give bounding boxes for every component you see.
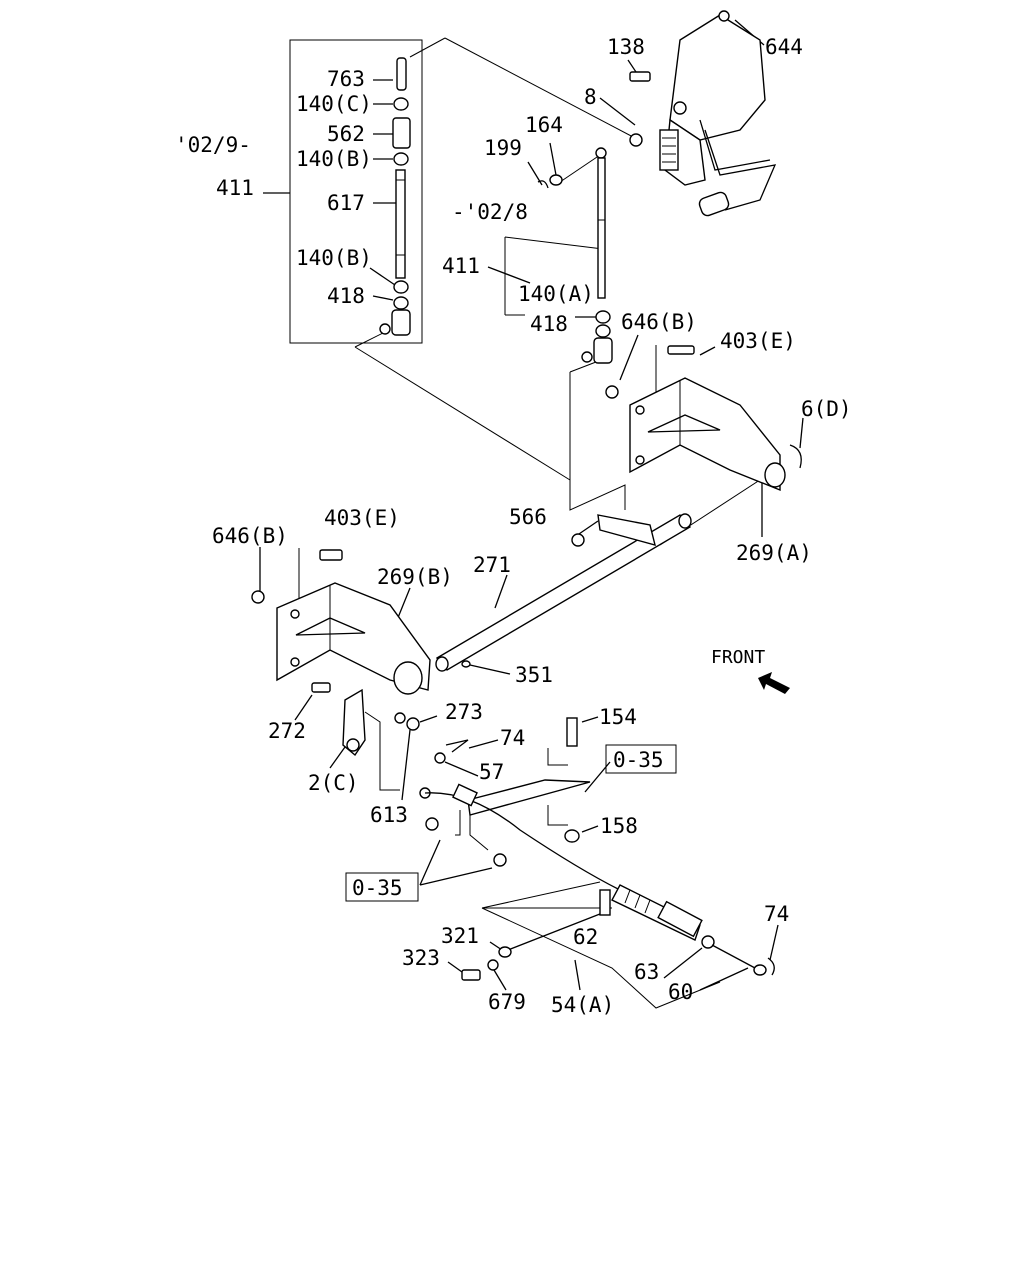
callout-164: 164 [525, 113, 563, 137]
date-note-02-9: '02/9- [175, 133, 251, 157]
rod-kit-mid [581, 147, 613, 364]
callout-140b-bot: 140(B) [296, 246, 372, 270]
callout-273: 273 [445, 700, 483, 724]
ref-box-left [345, 872, 419, 902]
callout-2c: 2(C) [308, 771, 359, 795]
callout-138: 138 [607, 35, 645, 59]
lever-2c [311, 682, 420, 757]
callout-613: 613 [370, 803, 408, 827]
callout-63: 63 [634, 960, 659, 984]
pedal-assembly [629, 10, 777, 217]
pin-199 [537, 180, 549, 189]
callout-57: 57 [479, 760, 504, 784]
kit-box-411 [289, 39, 423, 344]
callout-140c: 140(C) [296, 92, 372, 116]
callout-272: 272 [268, 719, 306, 743]
date-note-02-8: -'02/8 [452, 200, 528, 224]
leader-lines [259, 19, 804, 1009]
callout-54a: 54(A) [551, 993, 614, 1017]
callout-6d: 6(D) [801, 397, 852, 421]
parts [251, 10, 802, 981]
callout-74-lower: 74 [764, 902, 789, 926]
callout-411-left: 411 [216, 176, 254, 200]
callout-679: 679 [488, 990, 526, 1014]
callout-646b-right: 646(B) [621, 310, 697, 334]
callout-269b: 269(B) [377, 565, 453, 589]
shaft-271 [435, 513, 692, 672]
cable-assembly [419, 717, 775, 981]
bracket-269a [605, 345, 802, 492]
front-arrow-icon [758, 672, 790, 694]
callout-403e-left: 403(E) [324, 506, 400, 530]
front-label: FRONT [711, 647, 765, 668]
callout-0-35-right: 0-35 [613, 748, 664, 772]
callout-158: 158 [600, 814, 638, 838]
callout-269a: 269(A) [736, 541, 812, 565]
callout-199: 199 [484, 136, 522, 160]
labels: '02/9- -'02/8 763 140(C) 562 140(B) 617 … [175, 35, 852, 1017]
callout-566: 566 [509, 505, 547, 529]
callout-74-upper: 74 [500, 726, 525, 750]
callout-321: 321 [441, 924, 479, 948]
callout-617: 617 [327, 191, 365, 215]
callout-562: 562 [327, 122, 365, 146]
callout-763: 763 [327, 67, 365, 91]
callout-644: 644 [765, 35, 803, 59]
callout-323: 323 [402, 946, 440, 970]
callout-351: 351 [515, 663, 553, 687]
callout-0-35-left: 0-35 [352, 876, 403, 900]
ref-box-right [605, 744, 677, 774]
callout-140a: 140(A) [518, 282, 594, 306]
callout-140b-top: 140(B) [296, 147, 372, 171]
callout-271: 271 [473, 553, 511, 577]
callout-154: 154 [599, 705, 637, 729]
callout-403e-right: 403(E) [720, 329, 796, 353]
callout-411-mid: 411 [442, 254, 480, 278]
callout-418-mid: 418 [530, 312, 568, 336]
bracket-269b [251, 549, 431, 695]
washer-164 [549, 174, 563, 186]
callout-60: 60 [668, 980, 693, 1004]
rod-kit-left [379, 57, 411, 336]
callout-646b-left: 646(B) [212, 524, 288, 548]
callout-8: 8 [584, 85, 597, 109]
callout-62: 62 [573, 925, 598, 949]
callout-418-left: 418 [327, 284, 365, 308]
